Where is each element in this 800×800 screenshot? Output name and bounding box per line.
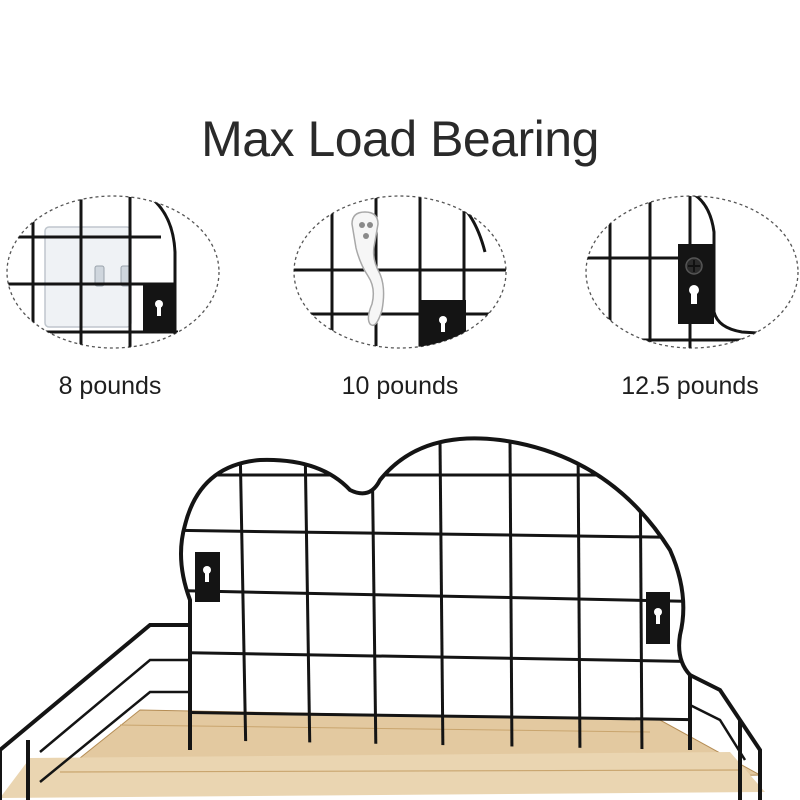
mount-keyhole-left bbox=[195, 552, 220, 602]
page-title: Max Load Bearing bbox=[201, 111, 599, 167]
load-capacity-adhesive: 8 pounds bbox=[58, 372, 162, 400]
cloud-wire-shelf bbox=[0, 420, 800, 800]
load-capacity-screw: 12.5 pounds bbox=[621, 372, 759, 400]
load-capacity-nail: 10 pounds bbox=[341, 372, 459, 400]
nail-hook-icon bbox=[351, 211, 385, 327]
basket-frame bbox=[0, 623, 762, 800]
screw-icon bbox=[685, 257, 703, 275]
detail-nail-hook bbox=[290, 192, 510, 352]
cloud-frame bbox=[179, 436, 692, 750]
detail-screw bbox=[582, 192, 800, 352]
mount-keyhole-right bbox=[646, 592, 670, 644]
detail-adhesive-hook bbox=[3, 192, 223, 352]
wood-board bbox=[0, 709, 765, 798]
adhesive-hook-icon bbox=[44, 226, 132, 328]
